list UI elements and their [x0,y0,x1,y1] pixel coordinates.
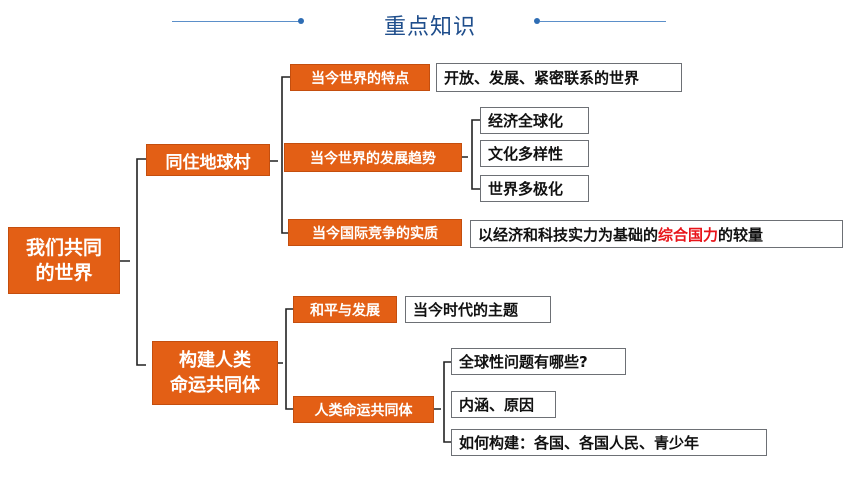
detail-peace-development-text: 当今时代的主题 [413,301,519,319]
branch-global-village-label: 同住地球村 [165,152,251,173]
node-world-features: 当今世界的特点 [290,64,430,91]
community-item: 如何构建：各国、各国人民、青少年 [451,429,767,456]
page-title: 重点知识 [383,15,476,40]
trend-item-label: 文化多样性 [488,145,564,163]
root-line-1: 我们共同 [25,236,102,259]
node-shared-future-label: 人类命运共同体 [314,402,413,419]
community-item: 内涵、原因 [451,391,556,418]
node-competition-essence-label: 当今国际竞争的实质 [312,225,438,242]
node-peace-development: 和平与发展 [293,296,397,323]
node-world-features-label: 当今世界的特点 [311,70,409,87]
trend-item: 文化多样性 [480,140,589,167]
trend-item-label: 世界多极化 [488,180,564,198]
community-item-label: 如何构建：各国、各国人民、青少年 [459,434,700,452]
trend-item-label: 经济全球化 [488,112,564,130]
node-development-trends: 当今世界的发展趋势 [284,143,462,172]
community-item: 全球性问题有哪些? [451,348,626,375]
detail-peace-development: 当今时代的主题 [405,296,551,323]
root-bracket [120,158,146,366]
detail-competition-highlight: 综合国力 [658,225,719,244]
detail-competition-essence: 以经济和科技实力为基础的综合国力的较量 [470,220,843,248]
trends-bracket [462,119,480,190]
detail-world-features: 开放、发展、紧密联系的世界 [436,63,682,92]
header-left-rule [172,21,300,22]
header: 重点知识 [0,0,860,50]
root-node: 我们共同 的世界 [8,227,120,294]
branch-global-village: 同住地球村 [146,144,270,176]
branch-community-line-2: 命运共同体 [170,375,260,396]
branch-community-line-1: 构建人类 [179,350,251,371]
branch-community: 构建人类 命运共同体 [152,341,278,405]
root-line-2: 的世界 [35,261,93,284]
branch2-bracket [278,308,293,410]
node-peace-development-label: 和平与发展 [310,302,380,319]
trend-item: 经济全球化 [480,107,589,134]
detail-world-features-text: 开放、发展、紧密联系的世界 [444,69,640,87]
header-right-dot [534,18,540,24]
branch1-bracket [270,76,290,234]
community-item-label: 内涵、原因 [459,396,535,414]
node-shared-future: 人类命运共同体 [293,396,434,423]
header-right-rule [540,21,666,22]
node-development-trends-label: 当今世界的发展趋势 [310,150,436,167]
community-item-label: 全球性问题有哪些? [459,353,588,371]
community-bracket [434,361,451,443]
detail-competition-text-before: 以经济和科技实力为基础的 [478,225,659,244]
detail-competition-text-after: 的较量 [718,225,764,244]
header-left-dot [298,18,304,24]
node-competition-essence: 当今国际竞争的实质 [288,219,462,246]
trend-item: 世界多极化 [480,175,589,202]
